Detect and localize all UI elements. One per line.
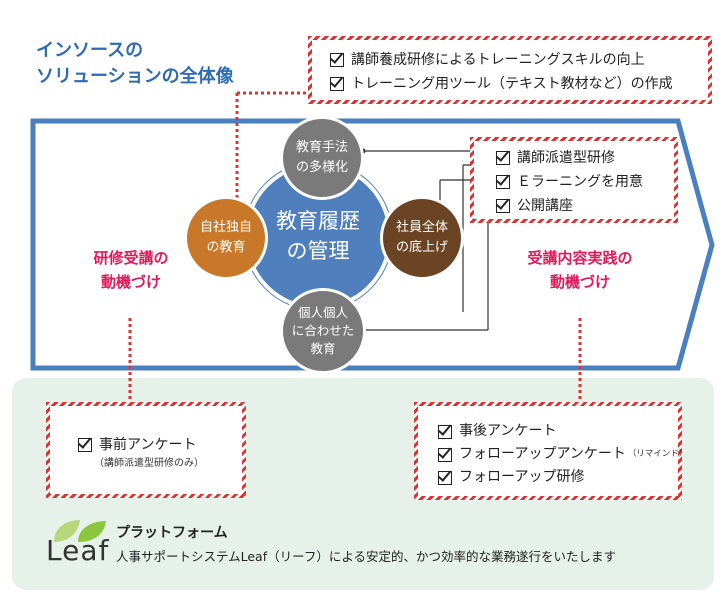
- right-check-item-3-text: 公開講座: [517, 198, 573, 214]
- circle-raise-all-staff: 社員全体 の底上げ: [380, 196, 464, 280]
- right-label-line-2: 動機づけ: [549, 273, 610, 291]
- checkbox-icon: [330, 53, 344, 67]
- circle-bottom-line-2: に合わせた: [291, 323, 355, 338]
- follow-up-training-item: フォローアップ研修: [438, 466, 678, 489]
- circle-original-education: 自社独自 の教育: [184, 196, 268, 280]
- left-label-line-1: 研修受講の: [93, 249, 169, 267]
- circle-left-line-1: 自社独自: [199, 220, 252, 235]
- checkbox-icon: [78, 438, 92, 452]
- right-check-item-3: 公開講座: [496, 194, 674, 218]
- right-motivation-label: 受講内容実践の 動機づけ: [502, 246, 658, 294]
- circle-left-line-2: の教育: [206, 240, 246, 255]
- pre-survey-text: 事前アンケート: [99, 437, 197, 453]
- top-check-item-1: 講師養成研修によるトレーニングスキルの向上: [330, 48, 690, 72]
- center-circle-line-1: 教育履歴: [276, 209, 360, 233]
- checkbox-icon: [496, 199, 510, 213]
- follow-up-training-text: フォローアップ研修: [459, 469, 585, 485]
- top-check-item-2-text: トレーニング用ツール（テキスト教材など）の作成: [351, 76, 673, 92]
- checkbox-icon: [438, 470, 452, 485]
- circle-teaching-methods: 教育手法 の多様化: [280, 116, 364, 200]
- top-check-item-1-text: 講師養成研修によるトレーニングスキルの向上: [351, 52, 645, 68]
- left-label-line-2: 動機づけ: [100, 273, 161, 291]
- right-check-item-2-text: Ｅラーニングを用意: [517, 174, 643, 190]
- checkbox-icon: [438, 424, 452, 439]
- checkbox-icon: [496, 151, 510, 165]
- left-motivation-label: 研修受講の 動機づけ: [66, 246, 196, 294]
- bottom-left-checklist-box: 事前アンケート （講師派遣型研修のみ）: [46, 402, 246, 498]
- leaf-logo: Leaf: [44, 518, 108, 568]
- leaf-logo-text: Leaf: [46, 534, 110, 567]
- circle-bottom-line-3: 教育: [310, 341, 336, 356]
- follow-up-survey-text: フォローアップアンケート: [459, 446, 626, 462]
- circle-top-line-2: の多様化: [295, 160, 348, 175]
- checkbox-icon: [496, 175, 510, 189]
- platform-description: 人事サポートシステムLeaf（リーフ）による安定的、かつ効率的な業務遂行をいたし…: [116, 549, 616, 564]
- leaf-logo-icon: [54, 520, 106, 542]
- diagram-title: インソースの ソリューションの全体像: [36, 38, 296, 90]
- circle-top-line-1: 教育手法: [295, 140, 348, 155]
- right-checklist-box: 講師派遣型研修 Ｅラーニングを用意 公開講座: [470, 137, 678, 223]
- circle-right-line-2: の底上げ: [395, 240, 448, 255]
- title-line-1: インソースの: [36, 40, 144, 61]
- post-survey-item: 事後アンケート: [438, 420, 678, 443]
- right-check-item-1: 講師派遣型研修: [496, 146, 674, 170]
- pre-survey-item: 事前アンケート: [78, 434, 242, 456]
- checkbox-icon: [330, 77, 344, 91]
- title-line-2: ソリューションの全体像: [36, 66, 234, 87]
- pre-survey-note: （講師派遣型研修のみ）: [94, 458, 204, 469]
- right-check-item-2: Ｅラーニングを用意: [496, 170, 674, 194]
- right-label-line-1: 受講内容実践の: [527, 249, 633, 267]
- circle-bottom-line-1: 個人個人: [297, 305, 348, 320]
- center-circle-line-2: の管理: [286, 239, 350, 263]
- circle-individual-education: 個人個人 に合わせた 教育: [280, 288, 366, 374]
- bottom-right-checklist-box: 事後アンケート フォローアップアンケート （リマインド） フォローアップ研修: [414, 402, 687, 500]
- circle-right-line-1: 社員全体: [395, 220, 448, 235]
- follow-up-survey-item: フォローアップアンケート （リマインド）: [438, 443, 687, 466]
- right-check-item-1-text: 講師派遣型研修: [517, 150, 615, 166]
- checkbox-icon: [438, 447, 452, 462]
- reminder-note: （リマインド）: [627, 449, 688, 459]
- platform-heading: プラットフォーム: [116, 525, 228, 541]
- top-checklist-box: 講師養成研修によるトレーニングスキルの向上 トレーニング用ツール（テキスト教材な…: [308, 36, 712, 104]
- top-check-item-2: トレーニング用ツール（テキスト教材など）の作成: [330, 72, 690, 96]
- post-survey-text: 事後アンケート: [459, 423, 557, 439]
